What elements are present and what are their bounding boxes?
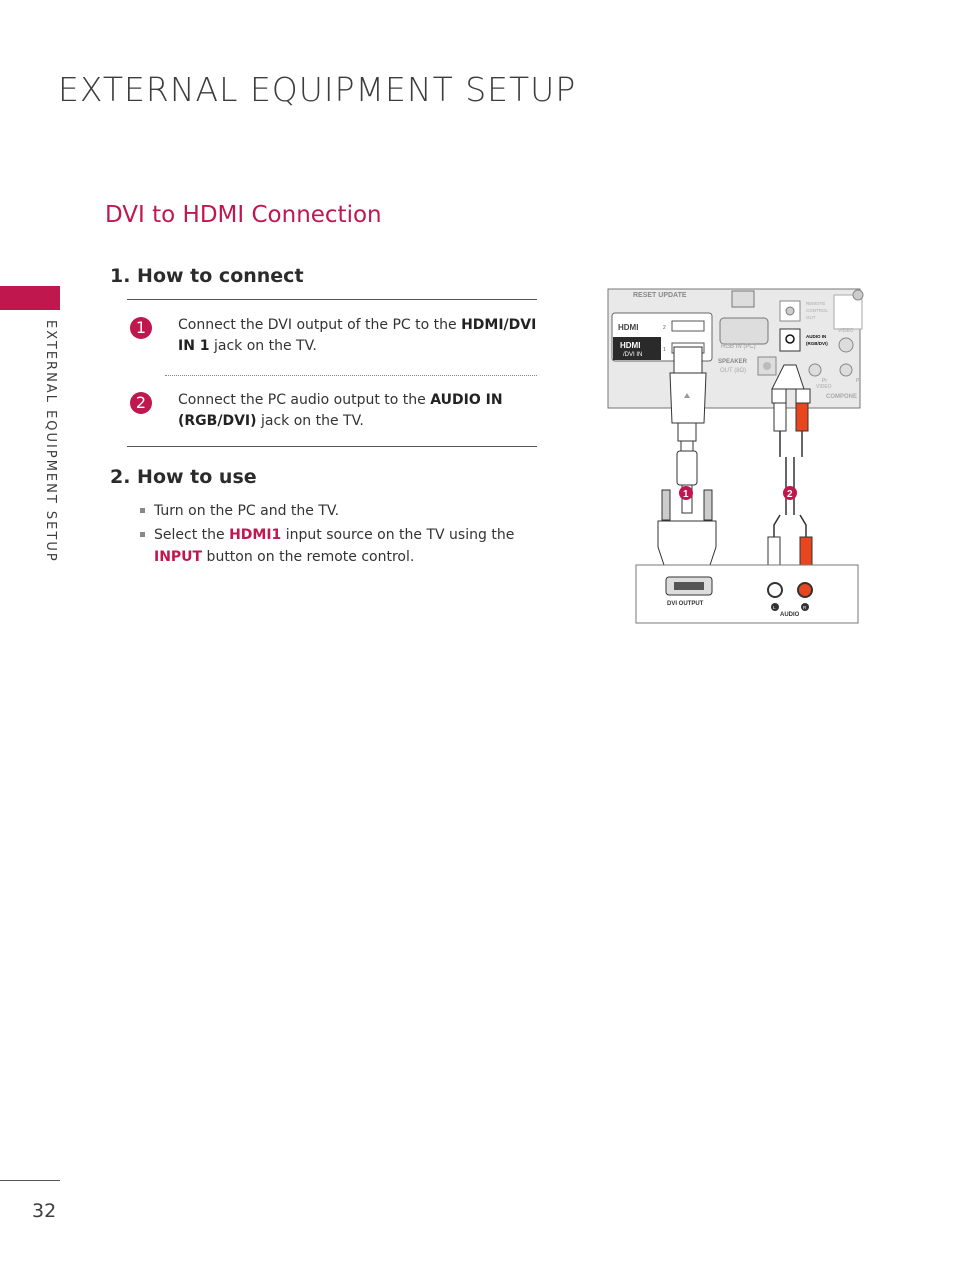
hdmi-logo-upper: HDMI <box>618 323 638 332</box>
diagram-marker-2: 2 <box>783 486 797 500</box>
video-label-2: VIDEO <box>816 384 832 390</box>
component-pr-label: Pr <box>822 378 827 384</box>
divider <box>127 446 537 447</box>
connection-diagram-svg: HDMI HDMI /DVI IN 2 1 RESET UPDATE RGB I… <box>607 288 864 624</box>
diagram-marker-1: 1 <box>679 486 693 500</box>
remote-label: REMOTE <box>806 301 825 306</box>
reset-update-label: RESET UPDATE <box>633 292 687 299</box>
marker-1-text: 1 <box>683 489 689 500</box>
pc-back-panel: DVI OUTPUT L R AUDIO <box>635 564 859 624</box>
pc-audio-label: AUDIO <box>780 612 800 618</box>
dvi-in-label: /DVI IN <box>623 352 642 358</box>
list-item-text: Turn on the PC and the TV. <box>154 503 340 519</box>
speaker-label: SPEAKER <box>718 359 748 365</box>
hdmi-port-2-label: 2 <box>663 325 666 331</box>
step-text-pre: Connect the PC audio output to the <box>178 392 431 408</box>
step-text-bold: AUDIO IN (RGB/DVI) <box>178 392 503 429</box>
speaker-out-label: OUT (8Ω) <box>720 368 746 374</box>
step-text-post: jack on the TV. <box>209 338 317 354</box>
rgb-in-label: RGB IN (PC) <box>721 344 756 350</box>
red-plug-upper <box>795 402 809 432</box>
component-pb-label: P <box>856 378 860 384</box>
how-to-use-heading: 2. How to use <box>110 466 257 488</box>
side-tab-marker <box>0 286 60 310</box>
control-label: CONTROL <box>806 308 828 313</box>
how-to-use-list: Turn on the PC and the TV. Select the HD… <box>140 500 540 570</box>
audio-cable <box>767 364 813 568</box>
bullet-square-icon <box>140 508 145 513</box>
sidebar-chapter-label: EXTERNAL EQUIPMENT SETUP <box>43 320 58 563</box>
hdmi-logo: HDMI <box>620 341 640 350</box>
list-item: Select the HDMI1 input source on the TV … <box>140 524 540 568</box>
page-title: EXTERNAL EQUIPMENT SETUP <box>58 70 577 109</box>
audio-in-rgb-dvi-label: (RGB/DVI) <box>806 341 828 346</box>
component-label: COMPONE <box>826 394 857 400</box>
step-number-badge: 1 <box>130 317 152 339</box>
step-text: Connect the DVI output of the PC to the … <box>178 315 538 357</box>
step-text-pre: Connect the DVI output of the PC to the <box>178 317 462 333</box>
list-item-text: input source on the TV using the <box>281 527 515 543</box>
marker-2-text: 2 <box>787 489 793 500</box>
step-text: Connect the PC audio output to the AUDIO… <box>178 390 538 432</box>
bullet-square-icon <box>140 532 145 537</box>
hdmi-port-1-label: 1 <box>663 347 666 353</box>
tv-back-panel: HDMI HDMI /DVI IN 2 1 RESET UPDATE RGB I… <box>607 288 864 409</box>
how-to-connect-heading: 1. How to connect <box>110 265 304 287</box>
hdmi1-highlight: HDMI1 <box>229 527 282 543</box>
list-item-text: button on the remote control. <box>202 549 415 565</box>
page-number: 32 <box>32 1200 57 1222</box>
section-title: DVI to HDMI Connection <box>105 202 382 228</box>
divider <box>127 299 537 300</box>
dotted-divider <box>165 375 537 376</box>
step-text-post: jack on the TV. <box>256 413 364 429</box>
audio-r-label: R <box>803 605 807 610</box>
audio-in-label: AUDIO IN <box>806 334 826 339</box>
video-label: VIDEO <box>838 328 854 334</box>
audio-l-label: L <box>773 605 776 610</box>
input-highlight: INPUT <box>154 549 203 565</box>
list-item: Turn on the PC and the TV. <box>140 500 540 522</box>
list-item-text: Select the <box>154 527 230 543</box>
footer-divider <box>0 1180 60 1181</box>
dvi-output-label: DVI OUTPUT <box>667 601 704 607</box>
red-plug-lower <box>799 536 813 568</box>
connection-diagram: HDMI HDMI /DVI IN 2 1 RESET UPDATE RGB I… <box>600 285 870 630</box>
control-out-label: OUT <box>806 315 816 320</box>
step-text-bold: HDMI/DVI IN 1 <box>178 317 537 354</box>
step-number-badge: 2 <box>130 392 152 414</box>
